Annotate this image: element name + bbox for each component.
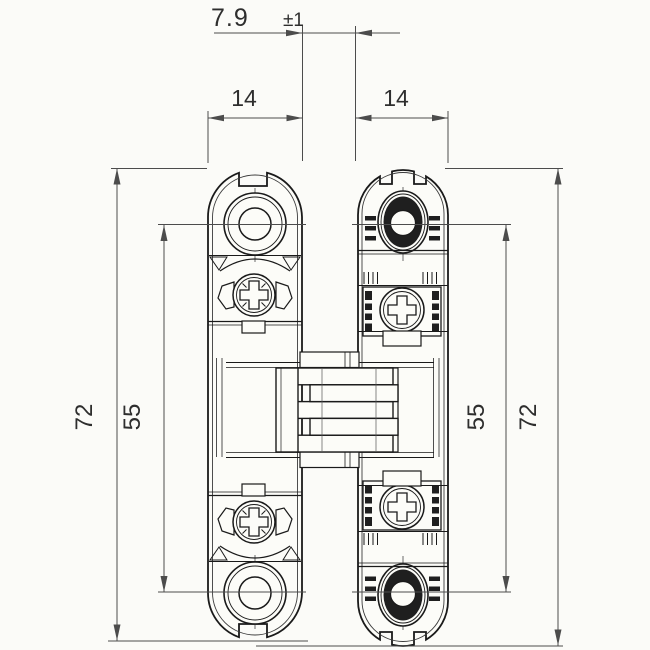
dimension-leaf-width-left: [207, 111, 303, 163]
right-leaf: [357, 169, 449, 647]
linkage-left-fingers: [296, 367, 394, 453]
dim-height-left-label: 72: [71, 404, 98, 431]
dim-gap-value-label: 7.9: [211, 4, 249, 32]
hinge-linkage: [216, 351, 440, 469]
linkage-left-spine: [275, 367, 299, 453]
dim-leaf-width-left-label: 14: [231, 85, 257, 111]
dim-leaf-width-right-label: 14: [383, 85, 409, 111]
dimension-hole-spacing-left: [158, 224, 306, 593]
dimension-gap: [214, 26, 400, 161]
dimension-height-right: [256, 168, 563, 647]
dimension-leaf-width-right: [355, 111, 449, 163]
dim-gap-tolerance-label: ±1: [283, 10, 304, 31]
dim-height-right-label: 72: [515, 404, 542, 431]
dimension-height-left: [108, 168, 308, 642]
dim-hole-spacing-left-label: 55: [119, 404, 146, 431]
dimension-hole-spacing-right: [352, 224, 511, 593]
dim-hole-spacing-right-label: 55: [463, 404, 490, 431]
